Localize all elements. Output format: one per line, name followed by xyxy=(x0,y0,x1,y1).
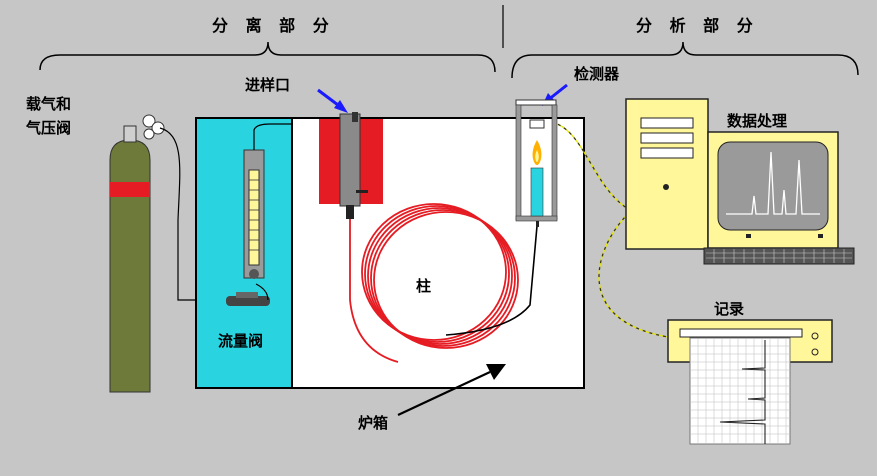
detector xyxy=(515,99,558,227)
computer-tower xyxy=(625,98,709,250)
detector-label: 检测器 xyxy=(574,65,620,83)
oven-arrow xyxy=(397,371,491,416)
separation-brace xyxy=(39,41,496,73)
gas-line-2 xyxy=(253,123,325,150)
analysis-brace xyxy=(511,41,859,79)
signal-line-computer xyxy=(556,123,631,211)
keyboard xyxy=(703,247,855,265)
signal-line-recorder-2 xyxy=(598,211,669,338)
injection-port-label: 进样口 xyxy=(245,76,291,94)
recorder-trace xyxy=(719,340,766,444)
gas-line-3 xyxy=(255,283,269,301)
carrier-gas-label-line2: 气压阀 xyxy=(26,119,72,137)
gas-line-1 xyxy=(159,127,232,301)
computer-monitor xyxy=(707,131,839,249)
column-inlet xyxy=(349,219,399,363)
separation-section-label: 分 离 部 分 xyxy=(212,16,335,35)
keyboard-keys xyxy=(706,249,852,263)
data-processing-label: 数据处理 xyxy=(727,112,788,130)
analysis-section-label: 分 析 部 分 xyxy=(636,16,759,35)
injection-port xyxy=(319,112,383,219)
carrier-gas-label-line1: 载气和 xyxy=(26,95,72,113)
recorder-paper xyxy=(689,337,791,445)
injector-arrowhead xyxy=(334,100,348,113)
column-outlet xyxy=(445,225,538,336)
recorder-label: 记录 xyxy=(714,300,745,318)
chromatogram-screen xyxy=(726,151,820,215)
flow-meter xyxy=(243,149,265,279)
column-coil xyxy=(361,203,519,349)
column-label: 柱 xyxy=(416,277,432,295)
oven-label: 炉箱 xyxy=(358,414,389,432)
flow-valve xyxy=(226,292,270,306)
gas-cylinder xyxy=(109,114,165,393)
signal-line-computer-2 xyxy=(556,123,631,211)
oven-arrowhead xyxy=(486,364,506,380)
flow-valve-label: 流量阀 xyxy=(218,332,264,350)
